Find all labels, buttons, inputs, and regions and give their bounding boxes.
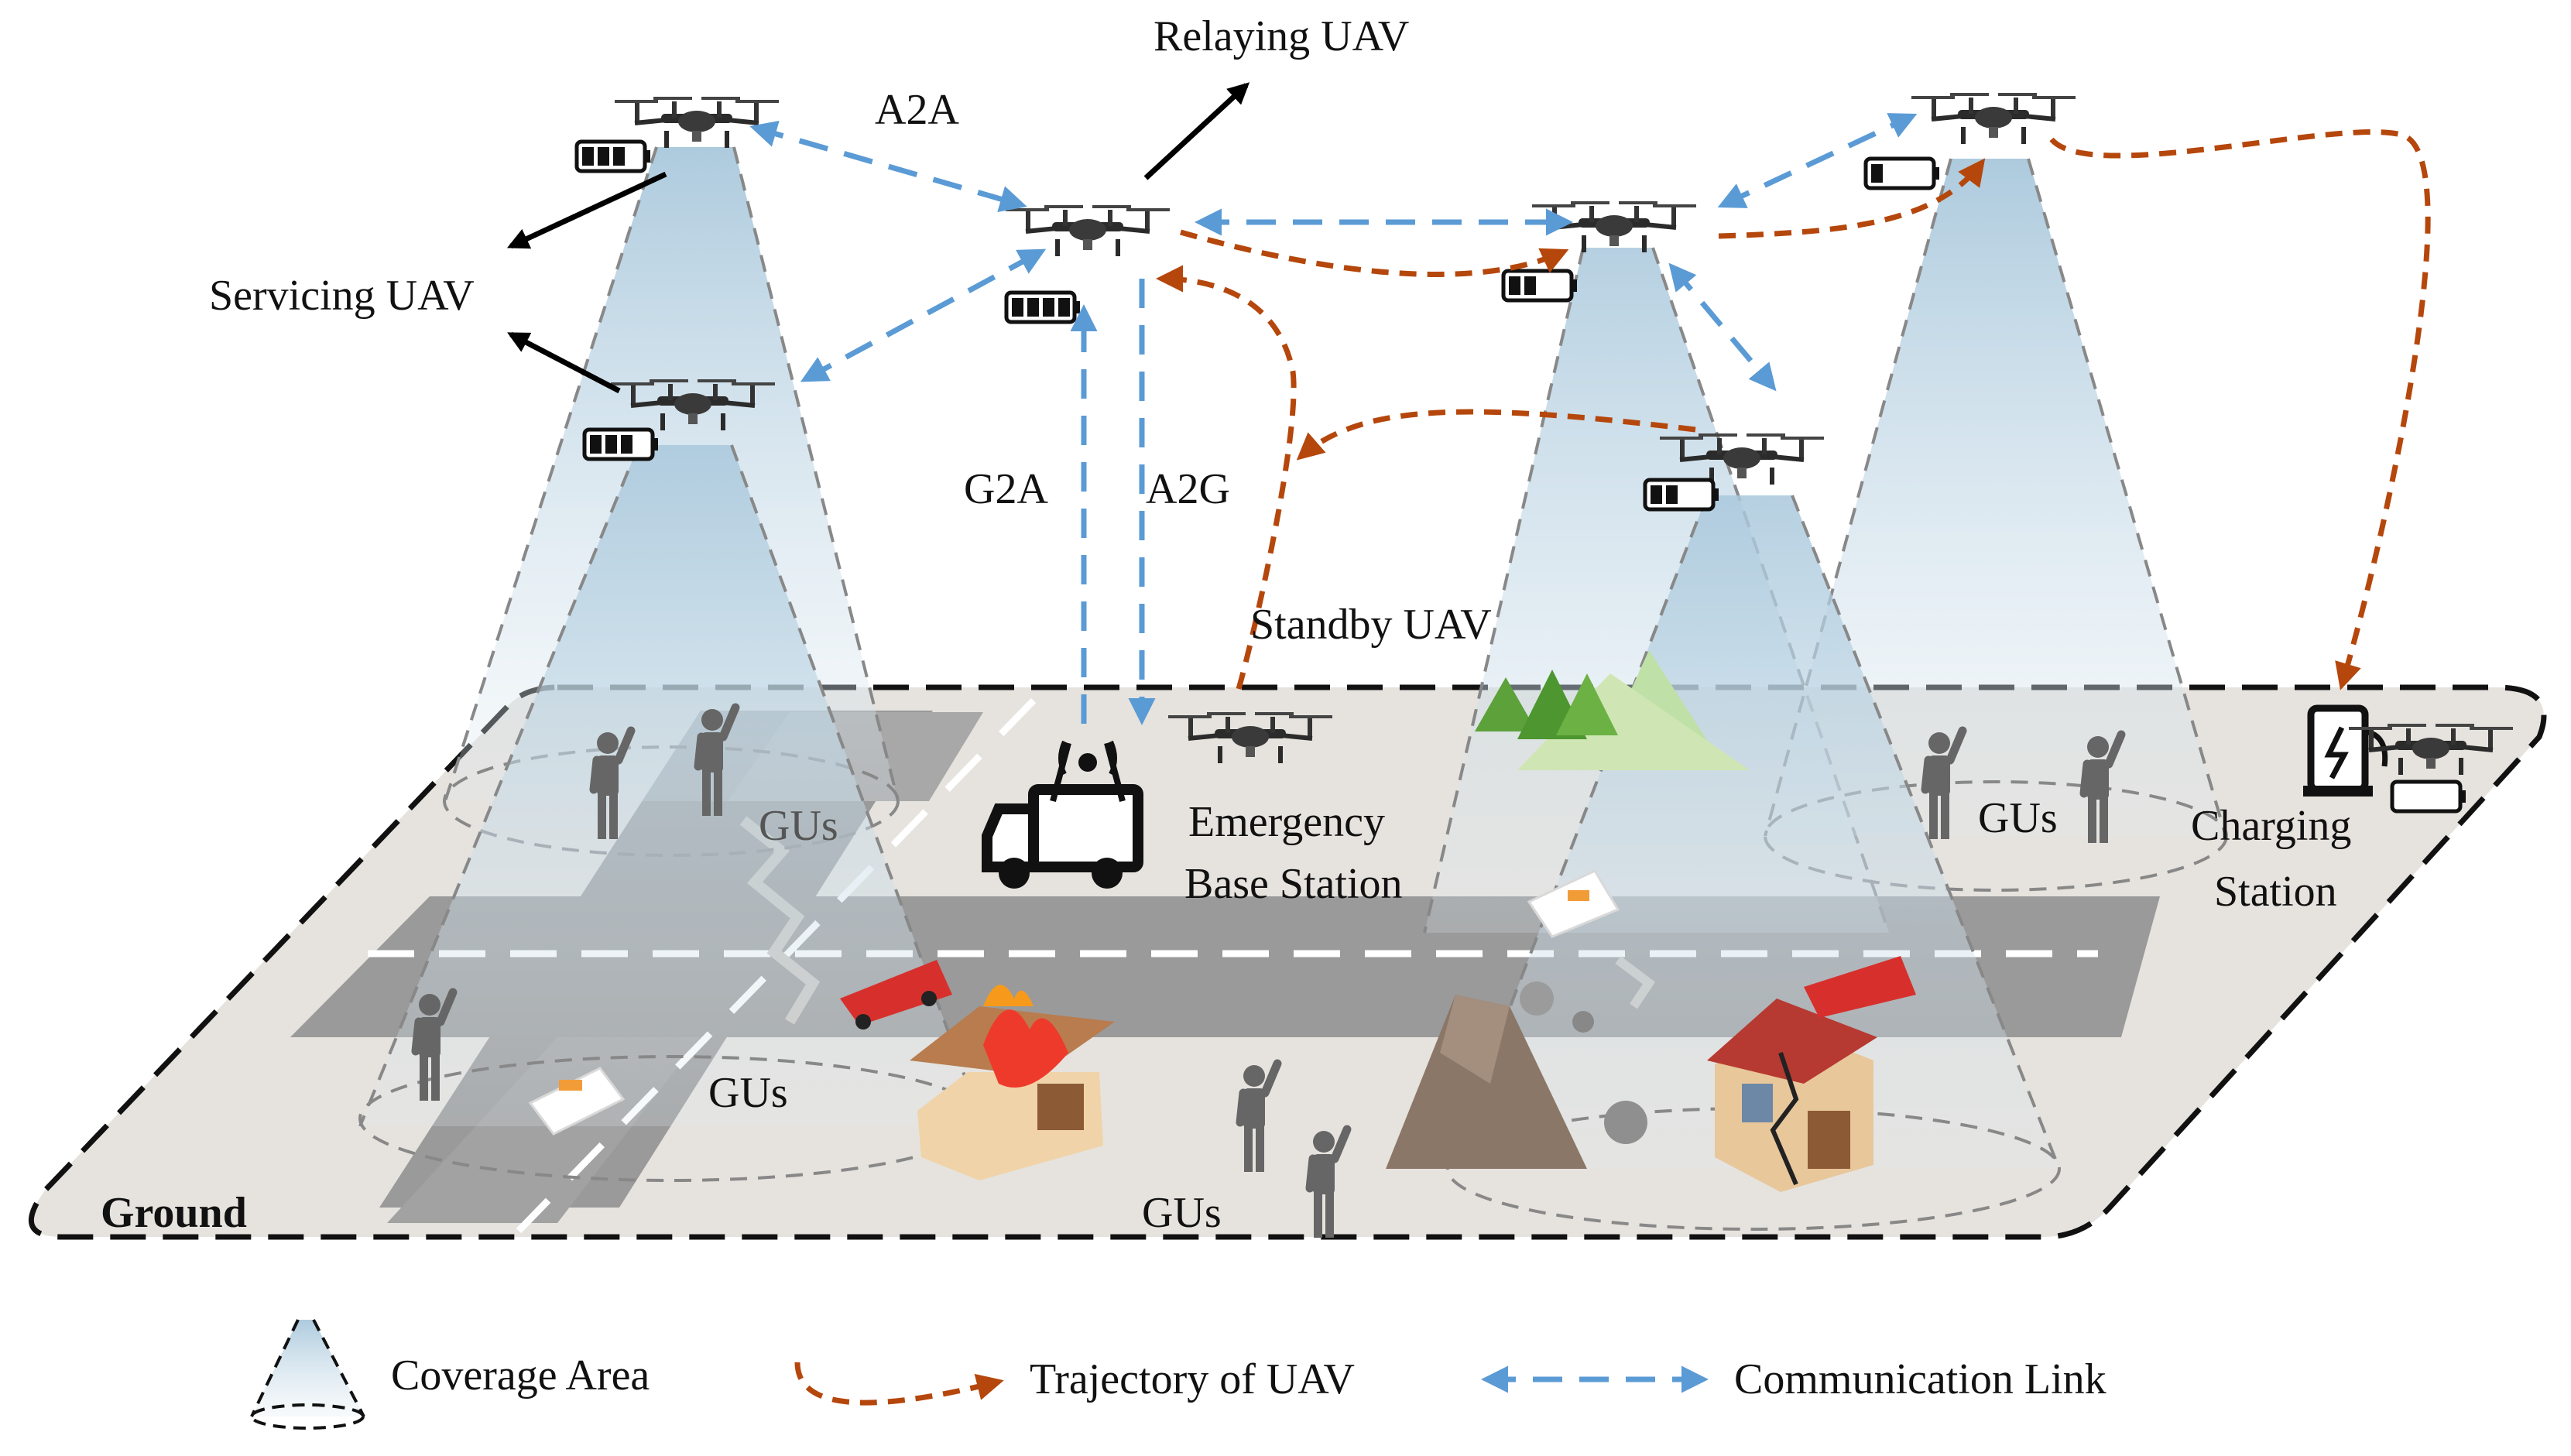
battery-bar xyxy=(1027,298,1039,317)
damaged-house-icon xyxy=(1707,999,1877,1192)
a2a-link xyxy=(1717,113,1918,208)
ambulance-icon xyxy=(1527,869,1620,938)
relaying-uav-label: Relaying UAV xyxy=(1154,12,1409,60)
standby-uav-label: Standby UAV xyxy=(1250,601,1492,649)
battery-bar xyxy=(598,147,609,166)
trajectory-path xyxy=(1296,409,1696,461)
fire-truck-icon xyxy=(1804,956,1916,1018)
gus-label: GUs xyxy=(708,1069,788,1117)
trajectory-path xyxy=(1180,229,1569,277)
landslide-icon xyxy=(1386,982,1647,1169)
a2g-label: A2G xyxy=(1146,465,1230,513)
label-pointers xyxy=(506,82,1250,394)
trajectory-path xyxy=(2049,129,2431,690)
ground-label: Ground xyxy=(101,1189,247,1237)
battery-bar xyxy=(590,435,602,454)
battery-bar xyxy=(605,435,617,454)
battery-bar xyxy=(1524,276,1536,295)
labels: Relaying UAV Servicing UAV Standby UAV A… xyxy=(101,12,2351,1237)
servicing-pointer xyxy=(506,171,667,249)
battery-bar xyxy=(1871,164,1883,183)
battery-icon xyxy=(574,139,650,173)
battery-bar xyxy=(1651,485,1662,504)
battery-bar xyxy=(1012,298,1023,317)
battery-icon xyxy=(1863,156,1939,190)
trees-hill-icon xyxy=(1475,650,1750,770)
gus-label: GUs xyxy=(1978,794,2058,842)
trajectory-path xyxy=(1156,265,1297,690)
battery-bar xyxy=(1043,298,1054,317)
battery-bar xyxy=(1666,485,1678,504)
gus-label: GUs xyxy=(759,802,838,850)
legend-trajectory-swatch xyxy=(794,1362,1004,1406)
communication-links xyxy=(749,113,1918,725)
legend-coverage-swatch xyxy=(250,1319,365,1430)
uav-icon xyxy=(1911,94,2076,144)
legend-coverage-label: Coverage Area xyxy=(391,1352,650,1399)
battery-icon xyxy=(1643,478,1719,512)
battery-bar xyxy=(582,147,594,166)
battery-bar xyxy=(613,147,625,166)
battery-icon xyxy=(2390,779,2466,814)
legend: Coverage Area Trajectory of UAV Communic… xyxy=(250,1319,2107,1430)
uav-trajectories xyxy=(1156,129,2431,690)
coverage-cones xyxy=(358,146,2228,1231)
a2a-link xyxy=(1668,262,1777,392)
legend-trajectory-label: Trajectory of UAV xyxy=(1030,1355,1355,1403)
uav-icon xyxy=(1532,203,1696,252)
servicing-uav-label: Servicing UAV xyxy=(209,272,475,320)
servicing-pointer xyxy=(507,331,621,394)
a2a-link xyxy=(749,120,1027,213)
battery-bar xyxy=(621,435,632,454)
coverage-cone-top-right xyxy=(1764,158,2228,892)
emergency-label-line1: Emergency xyxy=(1188,798,1385,846)
burning-house-icon xyxy=(910,985,1115,1180)
ambulance-icon xyxy=(528,1067,626,1136)
emergency-label-line2: Base Station xyxy=(1184,860,1403,908)
fire-truck-icon xyxy=(840,960,952,1029)
trajectory-path xyxy=(1718,158,1986,239)
emergency-vehicle-icon xyxy=(982,740,1143,889)
gus-label: GUs xyxy=(1142,1189,1222,1237)
uav-icon xyxy=(1006,207,1170,256)
g2a-label: G2A xyxy=(964,465,1048,513)
charging-label-line1: Charging xyxy=(2191,802,2351,850)
charging-label-line2: Station xyxy=(2214,868,2337,916)
battery-icon xyxy=(1004,290,1080,324)
battery-bar xyxy=(1058,298,1070,317)
battery-icon xyxy=(582,427,658,461)
legend-communication-label: Communication Link xyxy=(1734,1355,2107,1403)
relaying-pointer xyxy=(1143,82,1250,180)
battery-bar xyxy=(1509,276,1520,295)
a2a-label: A2A xyxy=(875,86,959,134)
battery-icon xyxy=(1501,269,1577,303)
